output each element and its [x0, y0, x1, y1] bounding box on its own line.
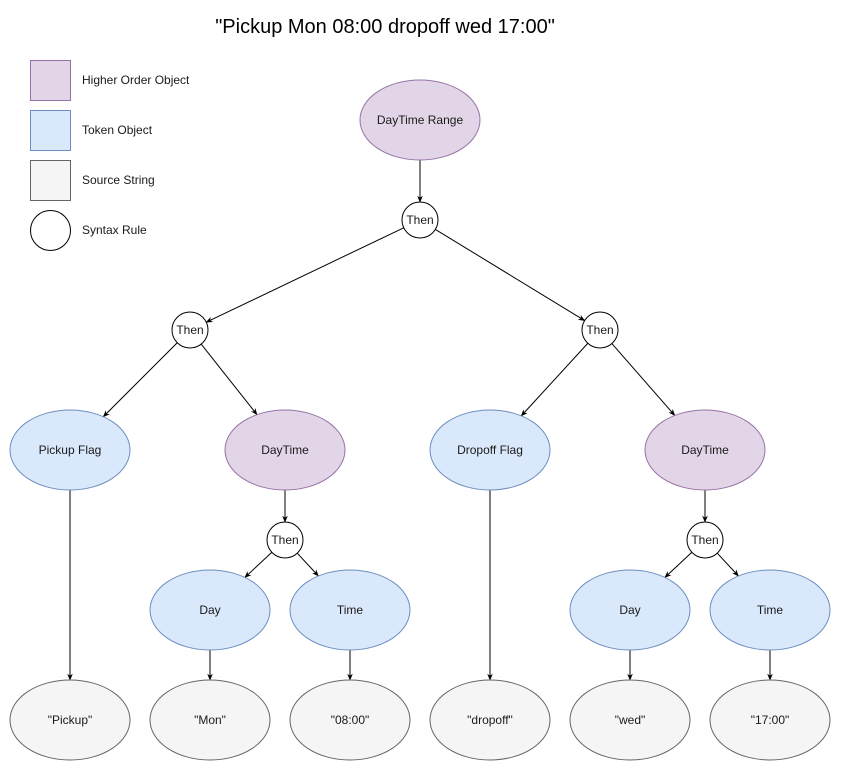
node-label: "17:00"	[751, 713, 790, 727]
edge-then_root-to-then_right	[435, 228, 586, 322]
node-then-left: Then	[171, 311, 209, 349]
node-label: Time	[757, 603, 784, 617]
edge-then_dt_left-to-day_left	[244, 551, 273, 578]
node-label: DayTime	[261, 443, 309, 457]
source-ellipse	[149, 679, 271, 761]
node-label: "wed"	[615, 713, 646, 727]
legend: Higher Order Object Token Object Source …	[30, 60, 190, 251]
node-dropoff-flag: Dropoff Flag	[429, 409, 551, 491]
node-label: Then	[586, 323, 613, 337]
higher-ellipse	[359, 79, 481, 161]
node-label: Day	[199, 603, 220, 617]
higher-ellipse	[224, 409, 346, 491]
node-label: Pickup Flag	[39, 443, 102, 457]
token-ellipse	[289, 569, 411, 651]
edges	[67, 160, 773, 681]
legend-label: Higher Order Object	[82, 73, 190, 87]
edge-then_right-to-daytime_right	[611, 343, 676, 416]
node-label: Day	[619, 603, 640, 617]
node-label: "08:00"	[331, 713, 370, 727]
syntax-rule-circle	[401, 201, 439, 239]
source-ellipse	[709, 679, 831, 761]
edge-then_dt_left-to-time_left	[296, 552, 319, 577]
legend-item-higher-order: Higher Order Object	[30, 60, 190, 101]
node-label: DayTime	[681, 443, 729, 457]
node-src-1700: "17:00"	[709, 679, 831, 761]
node-label: "Mon"	[194, 713, 226, 727]
edge-then_dt_right-to-day_right	[664, 551, 693, 578]
node-day-left: Day	[149, 569, 271, 651]
node-then-root: Then	[401, 201, 439, 239]
node-label: Then	[691, 533, 718, 547]
token-ellipse	[429, 409, 551, 491]
node-day-right: Day	[569, 569, 691, 651]
node-label: DayTime Range	[377, 113, 464, 127]
token-ellipse	[569, 569, 691, 651]
higher-ellipse	[644, 409, 766, 491]
node-src-dropoff: "dropoff"	[429, 679, 551, 761]
node-root: DayTime Range	[359, 79, 481, 161]
source-ellipse	[289, 679, 411, 761]
node-then-dt-right: Then	[686, 521, 724, 559]
legend-item-rule: Syntax Rule	[30, 210, 147, 251]
node-time-left: Time	[289, 569, 411, 651]
legend-label: Syntax Rule	[82, 223, 147, 237]
legend-item-source: Source String	[30, 160, 155, 201]
node-daytime-left: DayTime	[224, 409, 346, 491]
source-ellipse	[429, 679, 551, 761]
node-label: Time	[337, 603, 364, 617]
token-ellipse	[709, 569, 831, 651]
legend-label: Token Object	[82, 123, 153, 137]
node-label: "Pickup"	[48, 713, 93, 727]
legend-swatch-rule	[30, 210, 71, 251]
syntax-rule-circle	[171, 311, 209, 349]
node-label: Dropoff Flag	[457, 443, 523, 457]
node-label: Then	[176, 323, 203, 337]
node-daytime-right: DayTime	[644, 409, 766, 491]
node-src-0800: "08:00"	[289, 679, 411, 761]
edge-then_left-to-pickup_flag	[102, 342, 178, 418]
node-label: Then	[271, 533, 298, 547]
edge-then_root-to-then_left	[205, 227, 404, 323]
edge-then_right-to-dropoff_flag	[520, 342, 589, 417]
source-ellipse	[569, 679, 691, 761]
edge-then_left-to-daytime_left	[200, 343, 258, 416]
node-then-right: Then	[581, 311, 619, 349]
source-ellipse	[9, 679, 131, 761]
node-label: Then	[406, 213, 433, 227]
token-ellipse	[9, 409, 131, 491]
legend-swatch-higher-order	[30, 60, 71, 101]
node-pickup-flag: Pickup Flag	[9, 409, 131, 491]
legend-swatch-token	[30, 110, 71, 151]
syntax-rule-circle	[581, 311, 619, 349]
node-src-pickup: "Pickup"	[9, 679, 131, 761]
legend-swatch-source	[30, 160, 71, 201]
legend-item-token: Token Object	[30, 110, 153, 151]
syntax-rule-circle	[686, 521, 724, 559]
edge-then_dt_right-to-time_right	[716, 552, 739, 577]
node-src-mon: "Mon"	[149, 679, 271, 761]
node-time-right: Time	[709, 569, 831, 651]
diagram-title: "Pickup Mon 08:00 dropoff wed 17:00"	[215, 16, 555, 38]
node-label: "dropoff"	[467, 713, 513, 727]
syntax-rule-circle	[266, 521, 304, 559]
legend-label: Source String	[82, 173, 155, 187]
node-src-wed: "wed"	[569, 679, 691, 761]
node-then-dt-left: Then	[266, 521, 304, 559]
token-ellipse	[149, 569, 271, 651]
